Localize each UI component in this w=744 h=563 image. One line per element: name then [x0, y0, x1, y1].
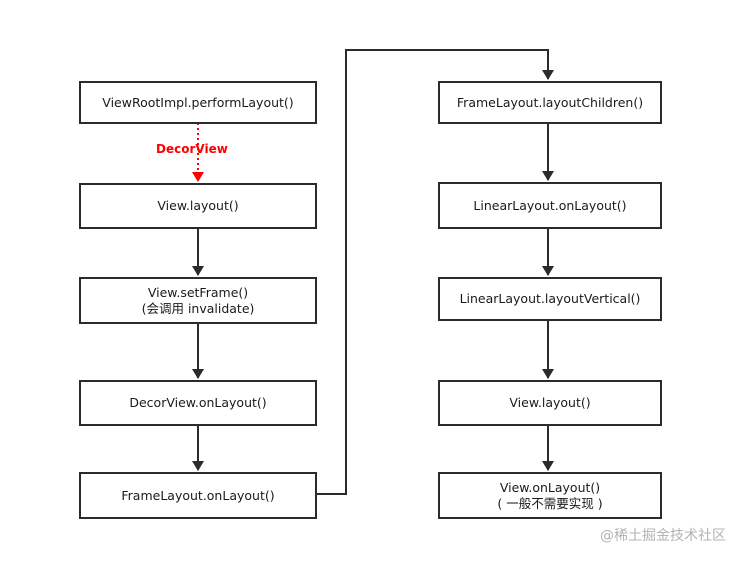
node-sublabel: ( 一般不需要实现 ) — [497, 495, 603, 511]
node-view-layout: View.layout() — [79, 183, 317, 229]
node-view-setframe: View.setFrame() (会调用 invalidate) — [79, 277, 317, 324]
node-label: FrameLayout.onLayout() — [121, 487, 275, 503]
node-label: LinearLayout.layoutVertical() — [459, 291, 641, 306]
node-label: DecorView.onLayout() — [129, 395, 267, 410]
node-linearlayout-onlayout: LinearLayout.onLayout() — [438, 182, 662, 229]
node-label: ViewRootImpl.performLayout() — [102, 94, 294, 110]
node-label: FrameLayout.layoutChildren() — [456, 94, 644, 110]
node-framelayout-layoutchildren: FrameLayout.layoutChildren() — [438, 81, 662, 124]
watermark: @稀土掘金技术社区 — [600, 528, 726, 544]
node-view-layout-right: View.layout() — [438, 380, 662, 426]
node-label: View.setFrame() — [147, 284, 249, 300]
node-label: View.layout() — [509, 395, 591, 410]
node-framelayout-onlayout: FrameLayout.onLayout() — [79, 472, 317, 519]
node-label: LinearLayout.onLayout() — [473, 197, 627, 213]
node-label: View.onLayout() — [499, 479, 601, 495]
node-decorview-onlayout: DecorView.onLayout() — [79, 380, 317, 426]
node-view-onlayout: View.onLayout() ( 一般不需要实现 ) — [438, 472, 662, 519]
node-sublabel: (会调用 invalidate) — [141, 300, 255, 316]
edge-label-decorview: DecorView — [156, 142, 228, 156]
arrow-framelayout-onlayout-to-layoutchildren — [317, 49, 554, 495]
node-viewrootimpl-performlayout: ViewRootImpl.performLayout() — [79, 81, 317, 124]
node-label: View.layout() — [157, 198, 239, 213]
node-linearlayout-layoutvertical: LinearLayout.layoutVertical() — [438, 277, 662, 321]
